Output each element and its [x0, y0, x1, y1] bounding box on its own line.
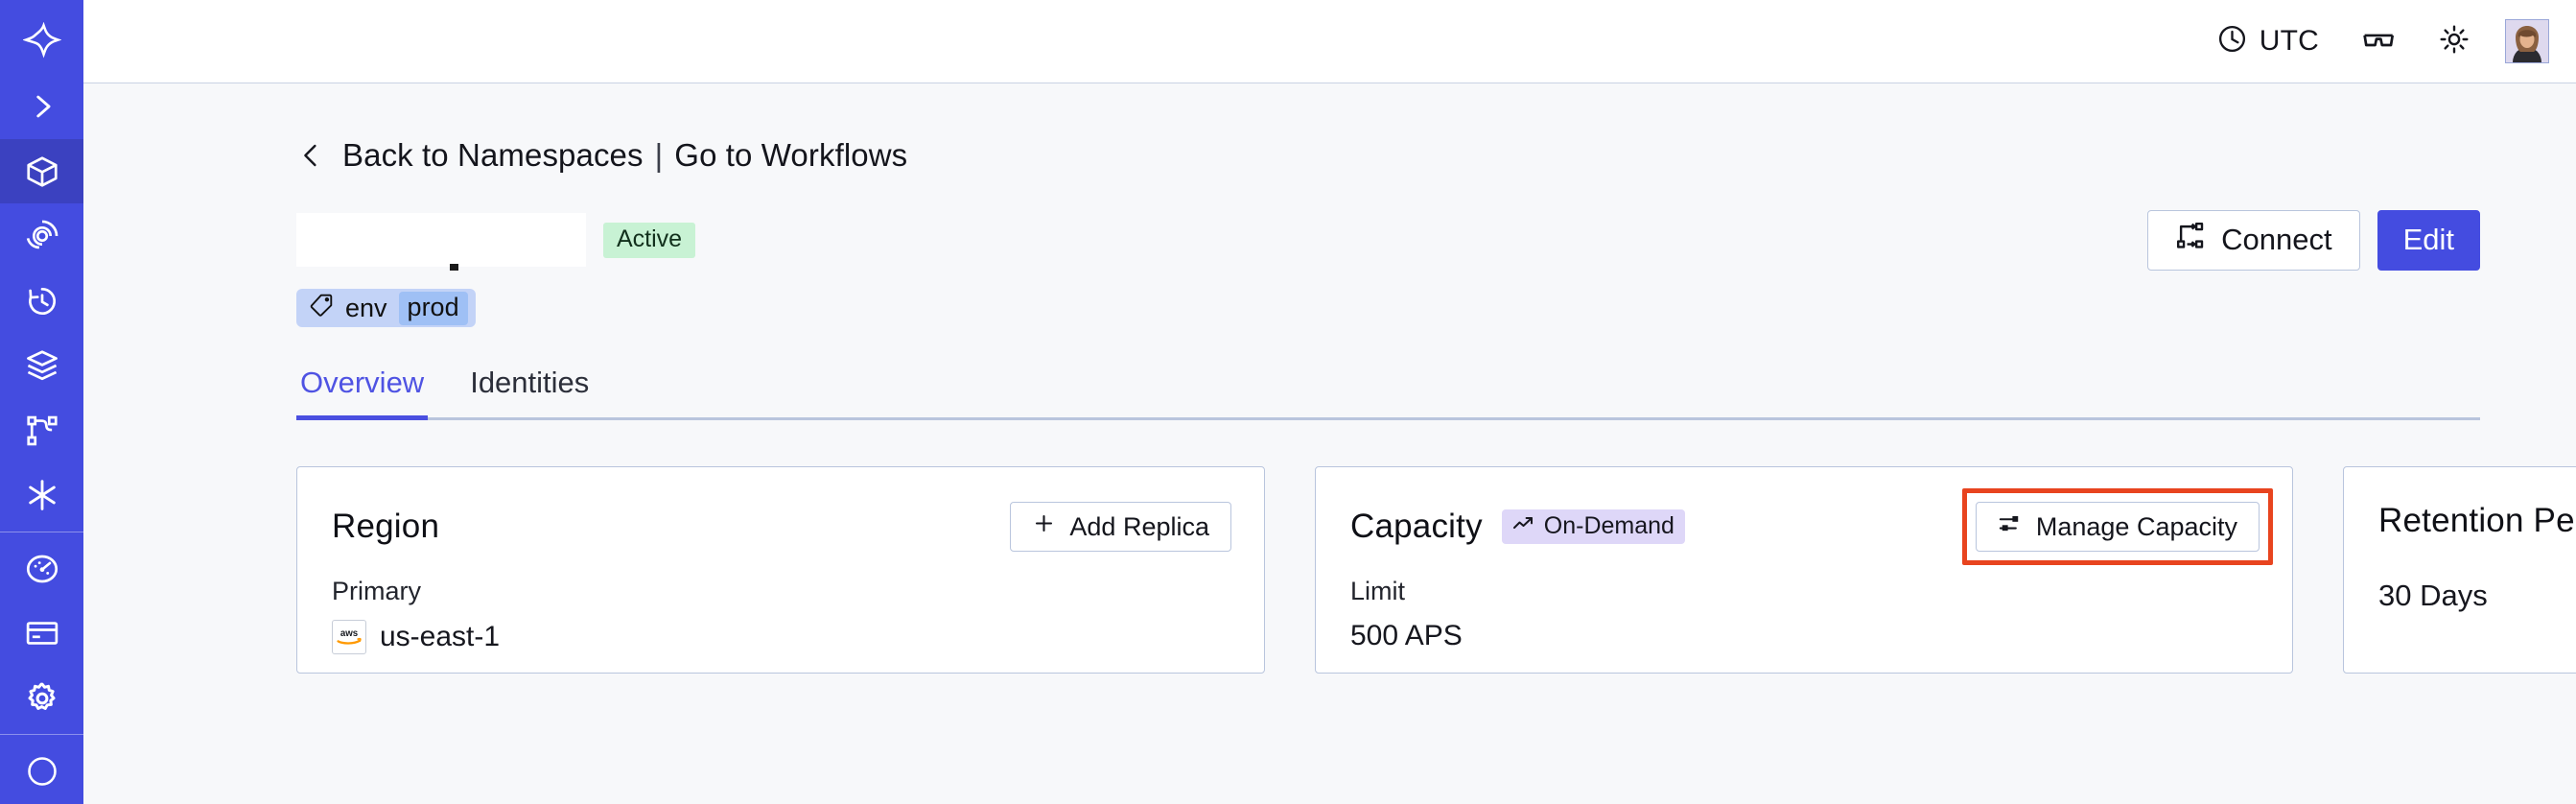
sidebar-item-workflows[interactable] [0, 398, 83, 463]
sidebar-item-observability[interactable] [0, 203, 83, 269]
sidebar-item-billing[interactable] [0, 601, 83, 666]
sidebar-item-settings[interactable] [0, 666, 83, 731]
avatar[interactable] [2505, 19, 2549, 63]
tag-value: prod [398, 291, 468, 325]
trend-up-icon [1512, 514, 1535, 538]
sidebar-item-usage[interactable] [0, 536, 83, 602]
sidebar-divider-2 [0, 734, 83, 736]
sidebar-item-nexus[interactable] [0, 462, 83, 528]
top-header-bar: UTC [83, 0, 2576, 83]
edit-button-label: Edit [2402, 223, 2454, 256]
edit-button[interactable]: Edit [2377, 209, 2480, 271]
connect-flow-icon [2175, 222, 2206, 258]
connect-button-label: Connect [2221, 223, 2332, 256]
card-region-action: Add Replica [1010, 502, 1231, 552]
capacity-mode-badge: On-Demand [1501, 509, 1685, 544]
card-capacity-action: Manage Capacity [1961, 488, 2273, 565]
card-region-header: Region Add Replica [332, 502, 1231, 552]
redaction-artifact [450, 264, 458, 271]
card-region-value-row: aws us-east-1 [332, 620, 1231, 654]
add-replica-label: Add Replica [1069, 511, 1209, 541]
breadcrumb-back-link[interactable]: Back to Namespaces [342, 137, 644, 173]
card-retention-title: Retention Period [2378, 502, 2576, 539]
tag-icon [310, 293, 334, 323]
clock-icon [2216, 23, 2248, 59]
main-content: Back to Namespaces | Go to Workflows Act… [83, 83, 2576, 804]
card-retention-period: Retention Period 30 Days [2343, 466, 2576, 674]
tag-chip-env[interactable]: env prod [296, 289, 476, 327]
temporal-logo-icon[interactable] [0, 8, 83, 74]
manage-capacity-label: Manage Capacity [2035, 511, 2237, 541]
sidebar-item-schedules[interactable] [0, 269, 83, 334]
card-capacity: Capacity On-Demand [1315, 466, 2293, 674]
namespace-name-redacted [296, 213, 586, 271]
namespace-tabs: Overview Identities [296, 366, 2480, 420]
sidebar-item-help[interactable] [0, 739, 83, 804]
card-capacity-header: Capacity On-Demand [1350, 488, 2273, 565]
glasses-icon [2361, 22, 2396, 61]
tab-identities[interactable]: Identities [470, 366, 590, 399]
readonly-toggle-button[interactable] [2340, 16, 2417, 66]
sidebar-item-namespaces[interactable] [0, 138, 83, 204]
status-badge: Active [603, 222, 696, 258]
theme-toggle-button[interactable] [2417, 16, 2492, 66]
add-replica-button[interactable]: Add Replica [1010, 502, 1231, 552]
breadcrumb: Back to Namespaces | Go to Workflows [296, 133, 2480, 177]
chevron-left-icon[interactable] [296, 139, 325, 172]
content-area: UTC [83, 0, 2576, 804]
breadcrumb-separator: | [654, 137, 664, 173]
tag-key: env [345, 293, 387, 322]
namespace-tags: env prod [296, 289, 2480, 327]
card-capacity-sublabel: Limit [1350, 577, 1406, 605]
aws-logo-icon: aws [332, 620, 366, 654]
timezone-label: UTC [2259, 25, 2319, 57]
card-region-sublabel: Primary [332, 577, 421, 605]
primary-sidebar [0, 0, 83, 804]
card-capacity-value: 500 APS [1350, 620, 1463, 651]
card-retention-value: 30 Days [2378, 579, 2488, 612]
timezone-selector[interactable]: UTC [2195, 16, 2340, 66]
svg-text:aws: aws [340, 628, 358, 639]
sidebar-item-batch-operations[interactable] [0, 333, 83, 398]
breadcrumb-workflows-link[interactable]: Go to Workflows [674, 137, 908, 173]
tab-overview[interactable]: Overview [296, 366, 429, 420]
card-region-value: us-east-1 [380, 621, 501, 652]
header-actions-group: UTC [2195, 16, 2549, 66]
sidebar-expand-button[interactable] [0, 74, 83, 139]
plus-icon [1032, 511, 1056, 542]
namespace-actions: Connect Edit [2147, 209, 2480, 271]
manage-capacity-button[interactable]: Manage Capacity [1975, 502, 2260, 552]
overview-cards: Region Add Replica [296, 466, 2576, 674]
sliders-icon [1998, 512, 2023, 542]
capacity-mode-label: On-Demand [1543, 512, 1674, 539]
connect-button[interactable]: Connect [2147, 209, 2360, 271]
namespace-title-row: Active [296, 209, 2480, 271]
card-capacity-title: Capacity [1350, 508, 1483, 545]
card-region-title: Region [332, 508, 440, 545]
sun-icon [2438, 23, 2471, 60]
card-retention-header: Retention Period [2378, 502, 2576, 540]
card-region: Region Add Replica [296, 466, 1265, 674]
